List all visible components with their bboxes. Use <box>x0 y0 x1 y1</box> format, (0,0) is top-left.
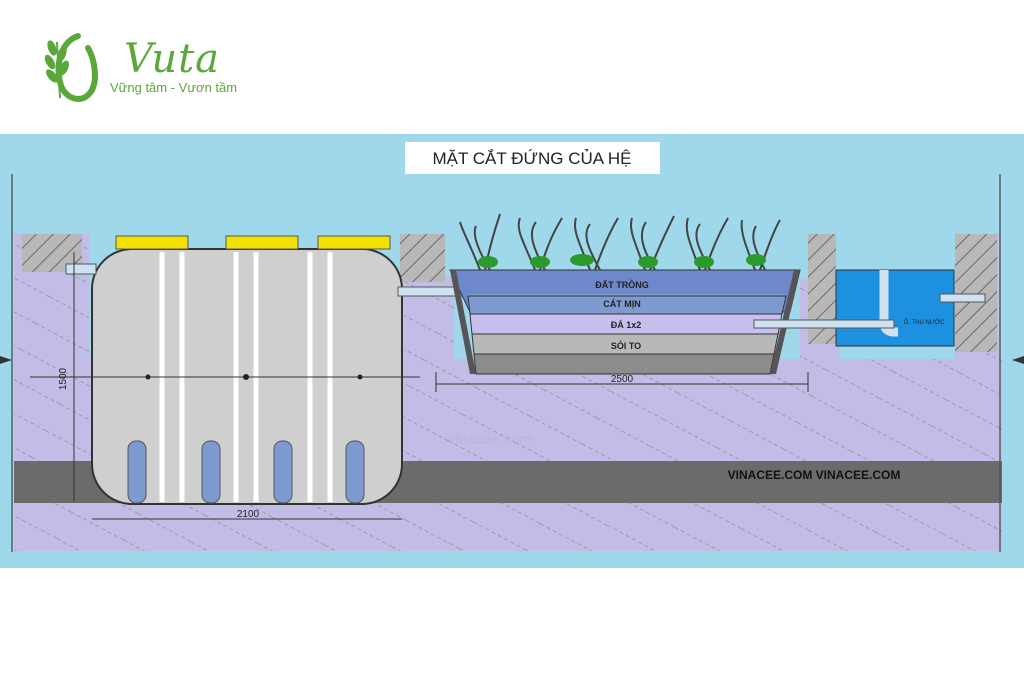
collection-pipe <box>753 319 895 329</box>
level-mark-right <box>1012 356 1024 364</box>
inlet-pipe <box>65 263 97 275</box>
outlet-pipe <box>939 293 986 303</box>
level-mark-left <box>0 356 12 364</box>
downflow-tube-2 <box>201 440 221 504</box>
downflow-tube-4 <box>345 440 365 504</box>
tank-lid-1 <box>115 235 189 250</box>
diagram-title: MẶT CẮT ĐỨNG CỦA HỆ <box>432 149 631 168</box>
layer-label-soi-to: SỎI TO <box>611 340 641 351</box>
tank-height-label: 1500 <box>58 367 69 390</box>
tank-marker-3 <box>357 374 363 380</box>
middle-wall <box>400 234 445 282</box>
layer-label-da: ĐÁ 1x2 <box>611 320 642 330</box>
outlet-label: Ố. THU NƯỚC <box>904 319 945 326</box>
brand-tagline: Vững tâm - Vươn tầm <box>110 80 238 95</box>
layer-label-dat-trong: ĐẤT TRỒNG <box>595 279 649 290</box>
tank-marker-1 <box>145 374 151 380</box>
downflow-tube-1 <box>127 440 147 504</box>
outlet-wall-right <box>955 234 997 352</box>
layer-label-cat-min: CÁT MỊN <box>603 299 641 309</box>
brand-logo: Vuta Vững tâm - Vươn tầm <box>40 28 260 108</box>
cross-section-diagram: MẶT CẮT ĐỨNG CỦA HỆ 1500 2100 <box>0 134 1024 568</box>
plant-icons <box>459 213 781 271</box>
tank-marker-2 <box>243 374 249 380</box>
tank-lid-2 <box>225 235 299 250</box>
downflow-tube-3 <box>273 440 293 504</box>
leaf-wheat-icon <box>44 33 98 102</box>
title-box <box>405 142 660 174</box>
watermark-bold: VINACEE.COM VINACEE.COM <box>728 468 901 482</box>
layer-soi-to <box>473 353 775 375</box>
wetland-width-label: 2500 <box>611 374 634 385</box>
tank-width-label: 2100 <box>237 509 260 520</box>
brand-name: Vuta <box>124 36 221 82</box>
tank-lid-3 <box>317 235 391 250</box>
cross-section-svg: MẶT CẮT ĐỨNG CỦA HỆ 1500 2100 <box>0 134 1024 568</box>
watermark-faint: vinacee.com <box>448 431 532 448</box>
